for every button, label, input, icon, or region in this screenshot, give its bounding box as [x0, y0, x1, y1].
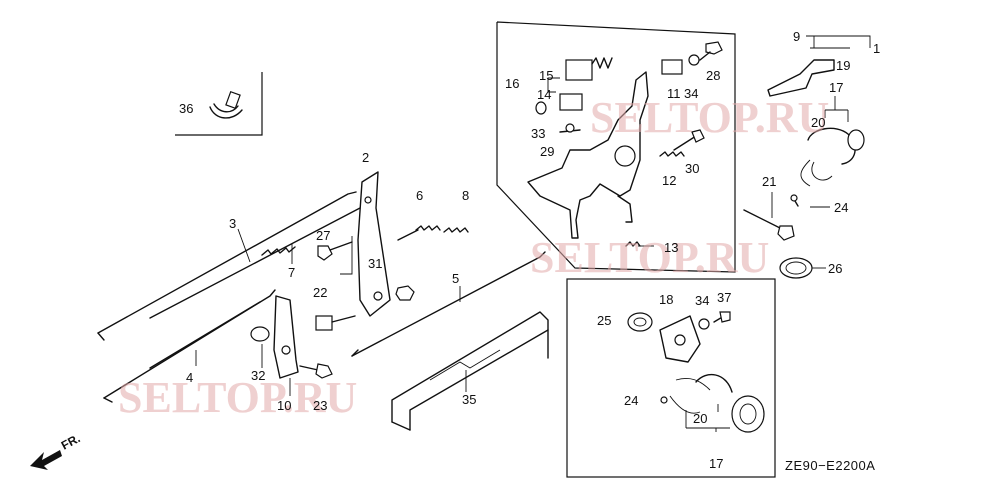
- label-36: 36: [179, 101, 193, 116]
- diagram-code: ZE90−E2200A: [785, 458, 875, 473]
- watermark-top: SELTOP.RU: [590, 93, 829, 142]
- sensor-17-bottom: [669, 373, 765, 433]
- label-25: 25: [597, 313, 611, 328]
- bolt-30: [673, 129, 705, 151]
- label-17-bottom: 17: [709, 456, 723, 471]
- label-7: 7: [288, 265, 295, 280]
- label-13: 13: [664, 240, 678, 255]
- label-19: 19: [836, 58, 850, 73]
- label-34-bottom: 34: [695, 293, 709, 308]
- label-1: 1: [873, 41, 880, 56]
- washer-34-top: [688, 54, 700, 66]
- bolt-27: [317, 241, 353, 261]
- screw-24-top: [790, 194, 799, 207]
- bolt-22: [315, 315, 356, 331]
- label-9: 9: [793, 29, 800, 44]
- label-23: 23: [313, 398, 327, 413]
- label-18: 18: [659, 292, 673, 307]
- label-20-bottom: 20: [693, 411, 707, 426]
- bracket-assembly-box: [496, 21, 736, 273]
- clip-11: [661, 59, 683, 75]
- bracket-18: [659, 315, 701, 363]
- watermark-middle: SELTOP.RU: [530, 233, 769, 282]
- label-21: 21: [762, 174, 776, 189]
- label-27: 27: [316, 228, 330, 243]
- spring-6: [397, 225, 441, 241]
- label-22: 22: [313, 285, 327, 300]
- rod-5: [351, 251, 546, 357]
- spring-12: [659, 151, 685, 157]
- spring-13: [625, 241, 641, 247]
- cover-35: [391, 311, 549, 431]
- screw-29: [559, 123, 581, 133]
- bolt-28: [699, 41, 723, 61]
- clamp-box: [175, 72, 263, 136]
- label-4: 4: [186, 370, 193, 385]
- direction-arrow-icon: FR.: [30, 431, 82, 470]
- label-32: 32: [251, 368, 265, 383]
- label-37: 37: [717, 290, 731, 305]
- rod-3: [97, 191, 357, 341]
- screw-37: [713, 311, 731, 323]
- label-2: 2: [362, 150, 369, 165]
- washer-32: [250, 326, 270, 342]
- label-16: 16: [505, 76, 519, 91]
- plate-19: [767, 59, 835, 97]
- label-14: 14: [537, 87, 551, 102]
- label-10: 10: [277, 398, 291, 413]
- solenoid-15: [565, 57, 613, 81]
- clamp-36: [209, 90, 243, 119]
- label-24-top: 24: [834, 200, 848, 215]
- lever-10: [273, 295, 299, 379]
- label-28: 28: [706, 68, 720, 83]
- label-15: 15: [539, 68, 553, 83]
- watermark-bottom: SELTOP.RU: [118, 373, 357, 422]
- clamp-26: [779, 257, 813, 279]
- spring-8: [443, 227, 469, 233]
- label-30: 30: [685, 161, 699, 176]
- throttle-bracket: [527, 71, 649, 239]
- rod-4: [103, 289, 276, 403]
- lever-2: [357, 171, 391, 317]
- direction-label: FR.: [59, 431, 83, 452]
- nut-31: [395, 285, 415, 301]
- sensor-17-top: [800, 127, 865, 187]
- label-17-top: 17: [829, 80, 843, 95]
- label-20-top: 20: [811, 115, 825, 130]
- label-6: 6: [416, 188, 423, 203]
- screw-24-bottom: [660, 396, 668, 404]
- label-33: 33: [531, 126, 545, 141]
- label-5: 5: [452, 271, 459, 286]
- label-35: 35: [462, 392, 476, 407]
- bushing-25: [627, 312, 653, 332]
- label-29: 29: [540, 144, 554, 159]
- label-31: 31: [368, 256, 382, 271]
- label-34-top: 34: [684, 86, 698, 101]
- leader-lines: [195, 35, 871, 432]
- switch-14: [559, 93, 583, 111]
- label-24-bottom: 24: [624, 393, 638, 408]
- washer-34-bottom: [698, 318, 710, 330]
- label-11: 11: [667, 86, 681, 101]
- rod-spring-7: [149, 207, 361, 319]
- bolt-23: [299, 363, 333, 379]
- washer-33: [535, 101, 547, 115]
- solenoid-assembly-box: [566, 278, 776, 478]
- label-8: 8: [462, 188, 469, 203]
- label-3: 3: [229, 216, 236, 231]
- label-12: 12: [662, 173, 676, 188]
- bolt-21: [743, 209, 795, 241]
- label-26: 26: [828, 261, 842, 276]
